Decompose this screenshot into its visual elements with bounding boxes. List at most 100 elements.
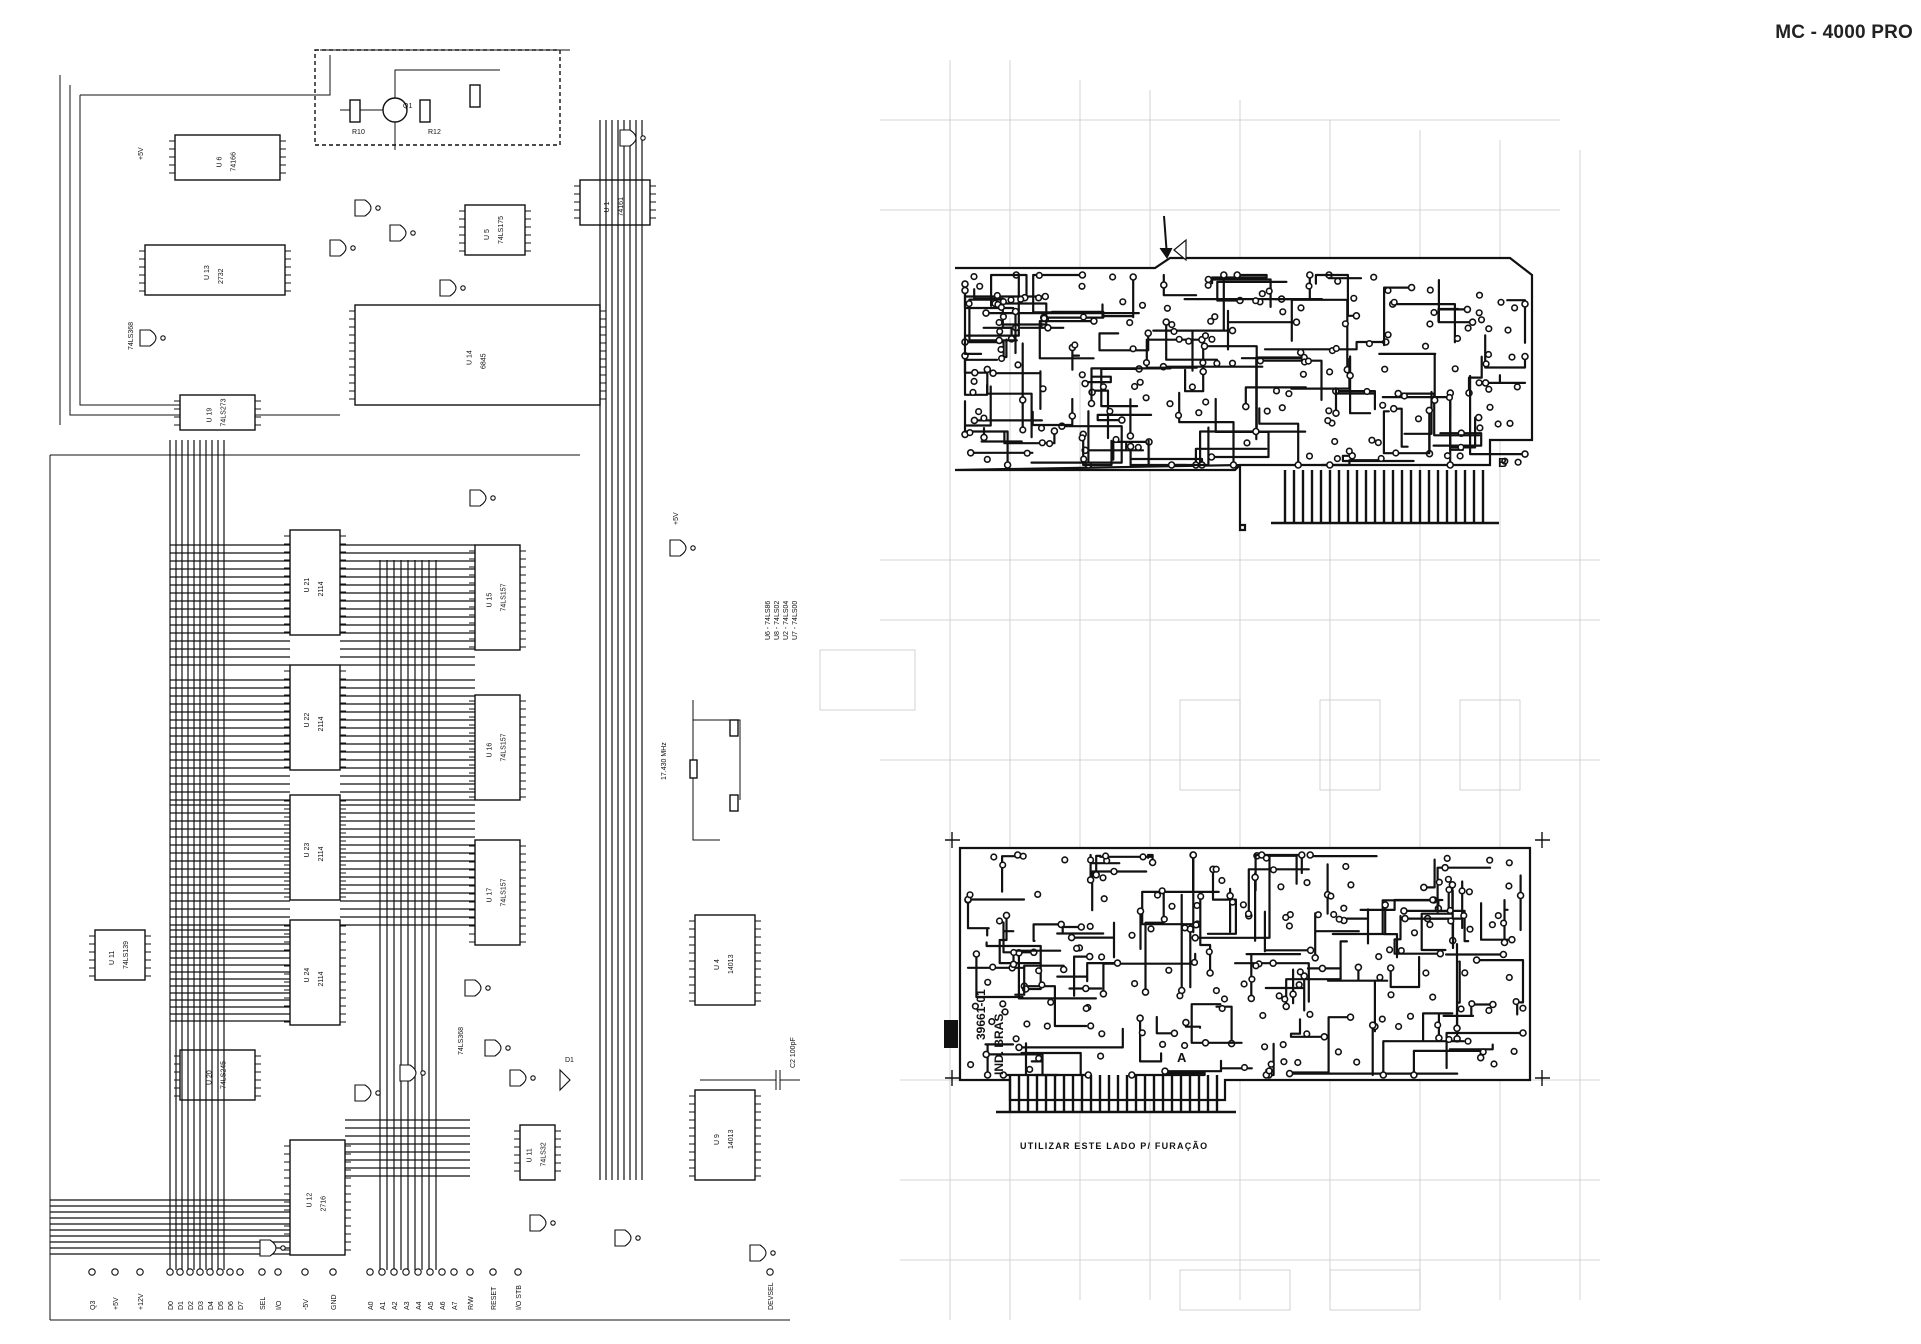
chip-13: U 17 74LS157	[469, 839, 526, 946]
chip-ref: U 9	[714, 1134, 721, 1145]
supply-label-a: +5V	[673, 512, 680, 525]
chip-part: 2114	[318, 581, 325, 596]
chip-ref: U 13	[204, 265, 211, 280]
chip-ref: U 16	[487, 743, 494, 758]
chip-ref: U 24	[304, 968, 311, 983]
side-b-label: B	[1498, 455, 1507, 470]
connector-pin-label: A1	[380, 1301, 387, 1310]
connector-pin-label: D1	[178, 1301, 185, 1310]
logic-gate-15	[259, 1239, 277, 1257]
gate-legend-line-2: U8 - 74LS02	[774, 601, 781, 640]
connector-pin-label: A3	[404, 1301, 411, 1310]
chip-ref: U 11	[527, 1148, 534, 1162]
chip-10: U 24 2114	[284, 919, 346, 1026]
connector-pin-label: A5	[428, 1301, 435, 1310]
gate-legend-line-3: U2 - 74LS04	[783, 601, 790, 640]
connector-pin-label: D6	[228, 1301, 235, 1310]
logic-gate-1	[354, 199, 372, 217]
chip-part: 74LS273	[221, 398, 228, 426]
logic-gate-8	[669, 539, 687, 557]
chip-8: U 22 2114	[284, 664, 346, 771]
chip-4: U 14 6845	[349, 304, 606, 406]
logic-gate-12	[529, 1214, 547, 1232]
connector-pin-label: SEL	[260, 1297, 267, 1310]
video-output-circuit: Q1 R10 R12	[314, 49, 561, 150]
chip-part: 2114	[318, 846, 325, 861]
board-number: 39661-01	[974, 989, 988, 1040]
pcb-traces-a	[964, 851, 1527, 1079]
chip-part: 74LS157	[501, 878, 508, 906]
chip-part: 74LS157	[501, 583, 508, 611]
logic-gate-14	[354, 1084, 372, 1102]
chip-part: 74LS157	[501, 733, 508, 761]
chip-part: 14013	[728, 1129, 735, 1149]
capacitor-c2: C2 100pF D1	[559, 1037, 800, 1092]
address-bus	[50, 120, 643, 1270]
chip-ref: U 21	[304, 578, 311, 593]
connector-pin-label: DEVSEL	[768, 1282, 775, 1310]
transistor-label: Q1	[403, 103, 412, 110]
logic-gate-3	[389, 224, 407, 242]
gate-legend-line-1: U6 - 74LS86	[765, 601, 772, 640]
chip-ref: U 15	[487, 593, 494, 608]
chip-7: U 21 2114	[284, 529, 346, 636]
crystal-label: 17.430 MHz	[661, 742, 668, 780]
chip-part: 2114	[318, 716, 325, 731]
chip-ref: U 23	[304, 843, 311, 858]
chip-ref: U 14	[467, 350, 474, 365]
drill-note: UTILIZAR ESTE LADO P/ FURAÇÃO	[1020, 1141, 1208, 1151]
logic-gate-6	[139, 329, 157, 347]
connector-pin-label: RESET	[491, 1286, 498, 1310]
connector-pin-label: D3	[198, 1301, 205, 1310]
chip-part: 74LS32	[541, 1142, 548, 1166]
pcb-side-a: A 39661-01 IND. BRAS. UTILIZAR ESTE LADO…	[944, 832, 1550, 1151]
chip-ref: U 22	[304, 713, 311, 728]
capacitor-label: C2 100pF	[790, 1037, 797, 1068]
chip-18: U 9 14013	[689, 1089, 761, 1181]
pcb-traces-b	[961, 271, 1529, 469]
connector-pin-label: D4	[208, 1301, 215, 1310]
chip-19: U 11 74LS32	[514, 1124, 561, 1181]
pcb-side-b: B	[954, 215, 1534, 532]
pcb-edge-fingers-b	[1271, 470, 1499, 525]
crystal-oscillator: 17.430 MHz	[661, 700, 741, 841]
chip-12: U 16 74LS157	[469, 694, 526, 801]
logic-gate-11	[509, 1069, 527, 1087]
connector-pin-label: D7	[238, 1301, 245, 1310]
logic-gate-13	[614, 1229, 632, 1247]
logic-gate-17	[399, 1064, 417, 1082]
connector-pin-label: A2	[392, 1301, 399, 1310]
chip-part: 2114	[318, 971, 325, 986]
logic-gate-4	[439, 279, 457, 297]
bleed-through-lines	[819, 60, 1600, 1320]
connector-pin-label: -5V	[303, 1299, 310, 1310]
logic-gate-10	[484, 1039, 502, 1057]
logic-gate-5	[619, 129, 637, 147]
connector-pin-label: A4	[416, 1301, 423, 1310]
chip-ref: U 17	[487, 888, 494, 903]
chip-part: 74161	[618, 197, 625, 217]
buffer-labels: 74LS368 74LS368 +5V +5V	[128, 147, 680, 1055]
connector-pin-label: A7	[452, 1301, 459, 1310]
chip-part: 74LS175	[498, 216, 505, 244]
connector-pin-label: D5	[218, 1301, 225, 1310]
chip-ref: U 5	[484, 229, 491, 240]
chip-ref: U 20	[207, 1070, 214, 1085]
pcb-edge-fingers-a	[996, 1075, 1236, 1114]
chip-part: 6845	[481, 353, 488, 369]
logic-gate-16	[749, 1244, 767, 1262]
connector-pin-label: +12V	[138, 1293, 145, 1310]
side-a-label: A	[1177, 1050, 1187, 1065]
supply-label-b: +5V	[138, 147, 145, 160]
connector-pin-label: D0	[168, 1301, 175, 1310]
connector-pin-label: Q3	[90, 1301, 97, 1310]
connector-pin-label: I/O	[276, 1300, 283, 1310]
